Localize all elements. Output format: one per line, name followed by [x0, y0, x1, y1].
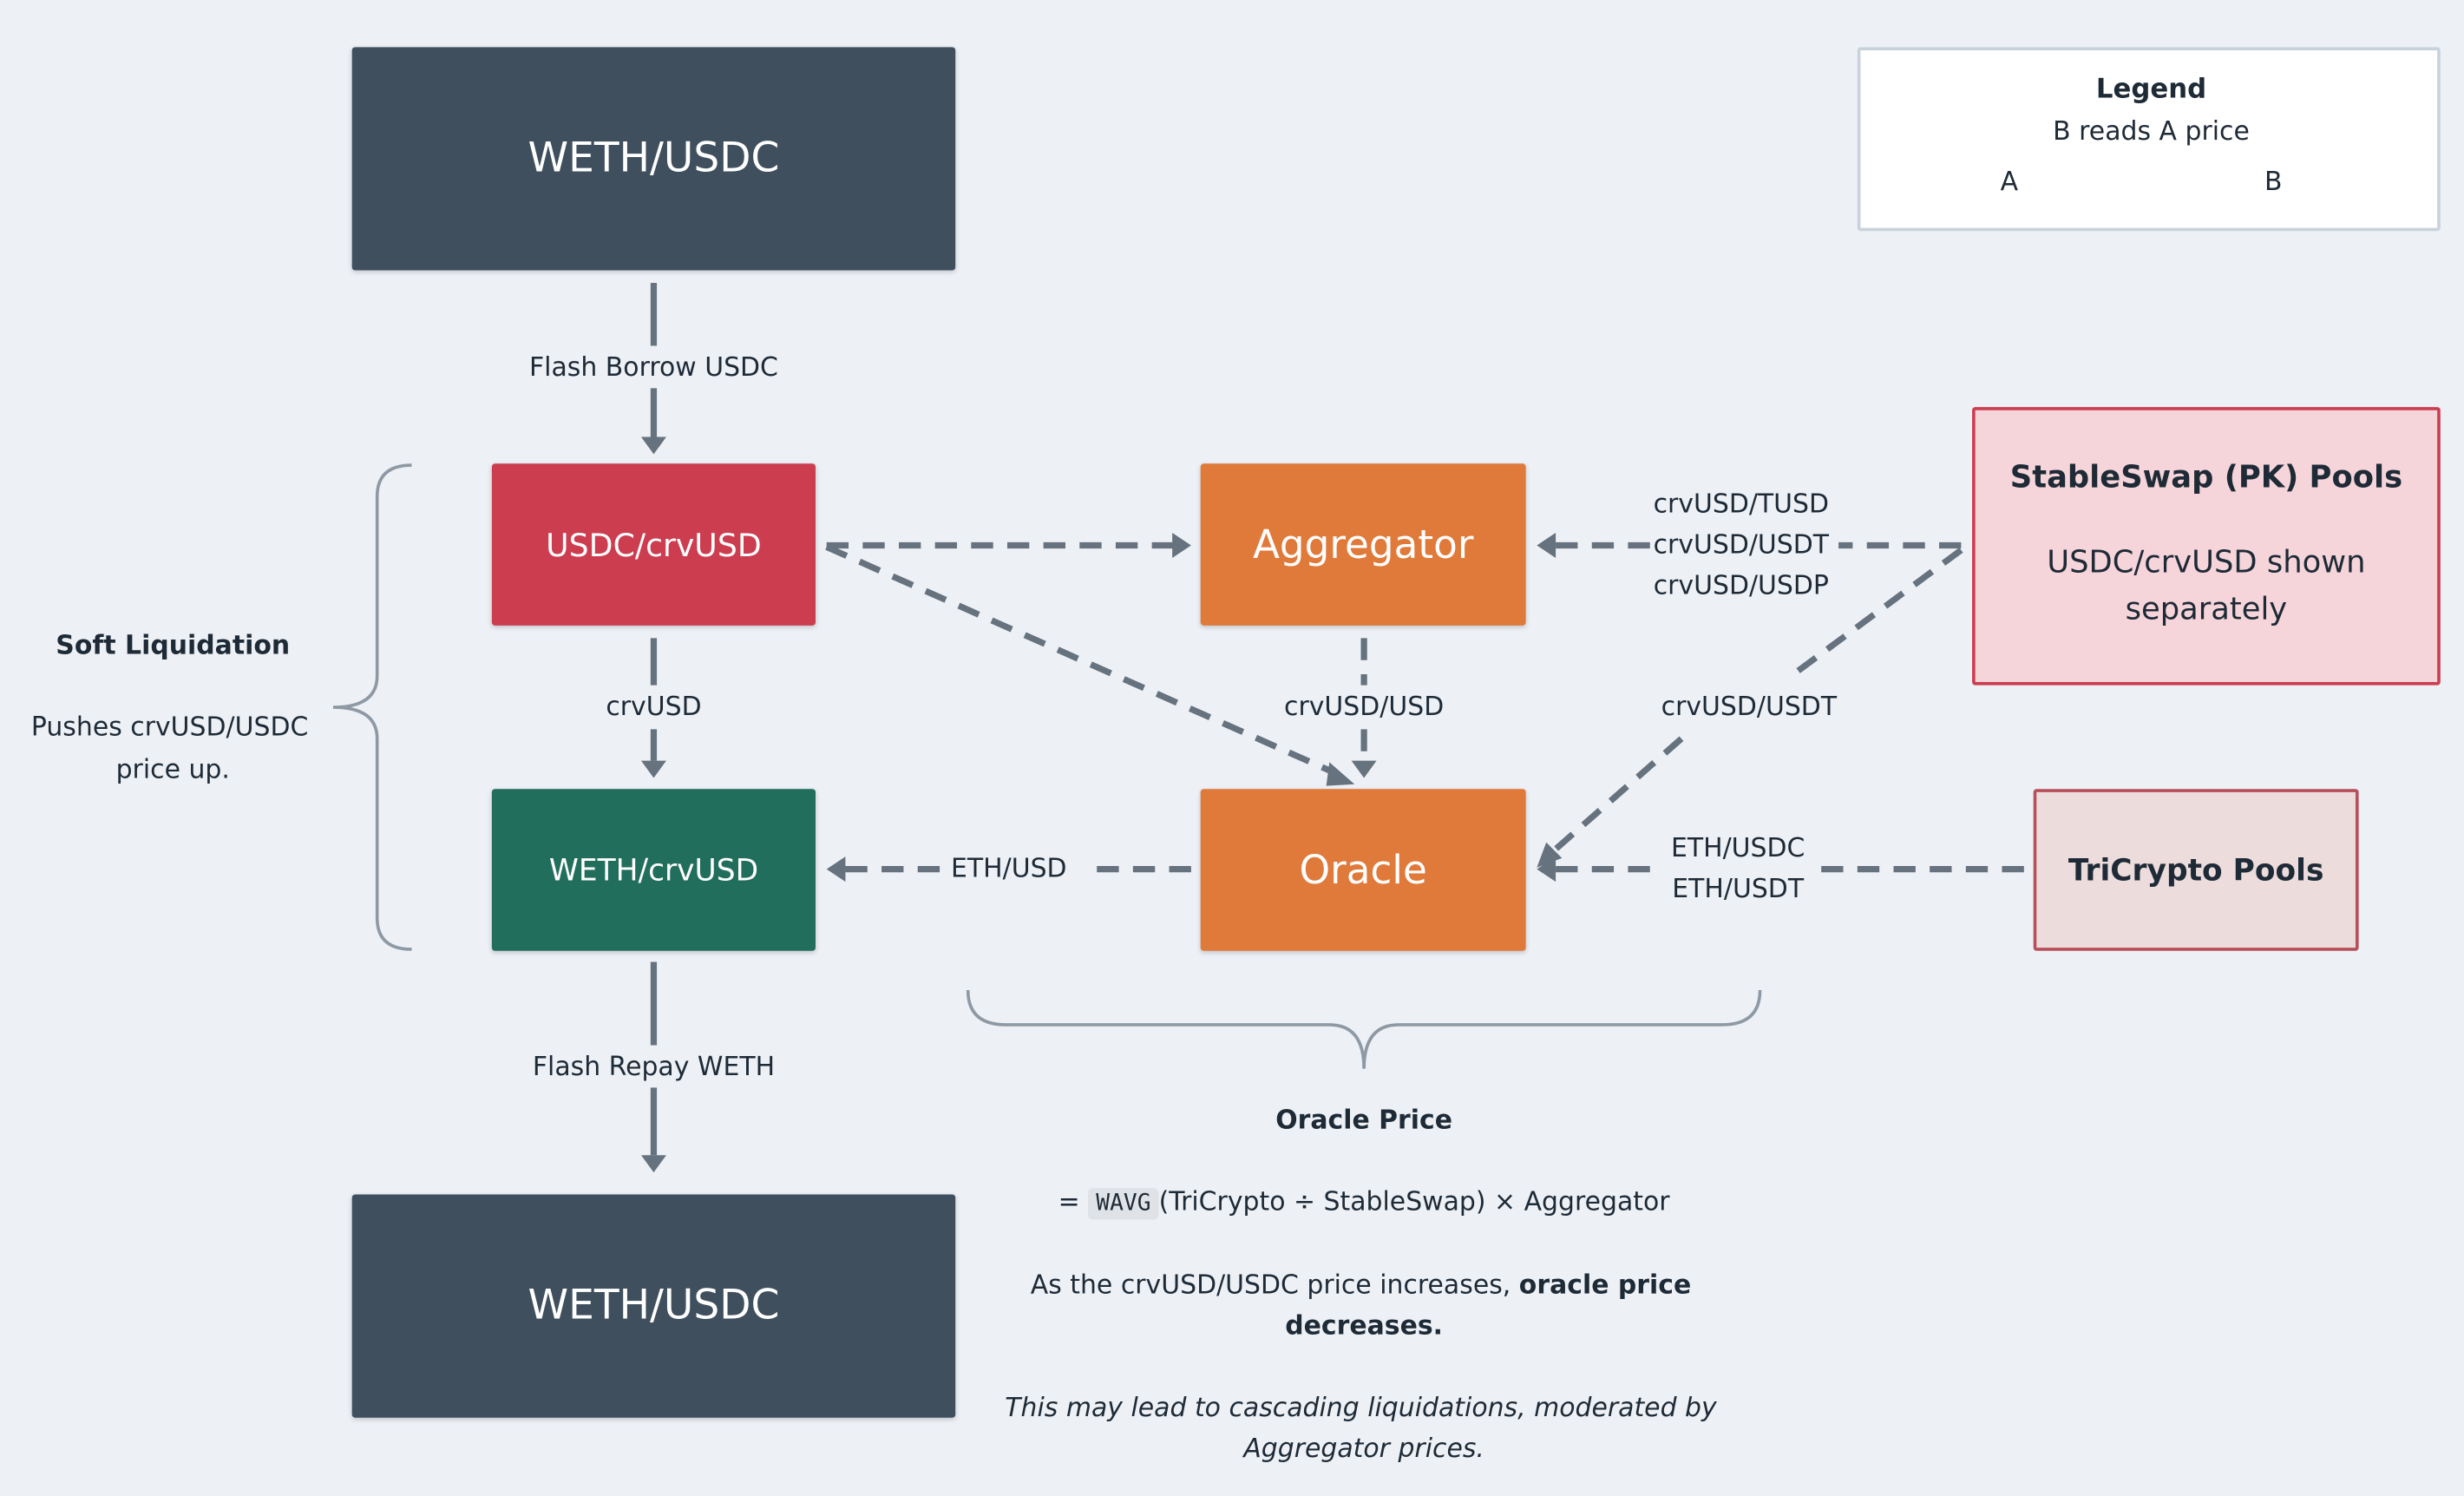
label-crvusd-usdt: crvUSD/USDT [1653, 529, 1830, 560]
soft-liquidation-title: Soft Liquidation [56, 630, 291, 660]
legend-box: Legend B reads A price A B [1857, 47, 2441, 232]
brace-soft-liquidation [332, 463, 412, 951]
node-stableswap-note-line1: USDC/crvUSD shown [2047, 543, 2366, 581]
label-eth-usd: ETH/USD [951, 853, 1067, 883]
node-weth-crvusd-label: WETH/crvUSD [548, 852, 759, 888]
label-eth-usdt: ETH/USDT [1672, 874, 1805, 904]
node-tricrypto-pools: TriCrypto Pools [2033, 789, 2359, 951]
oracle-price-italic-line1: This may lead to cascading liquidations,… [1005, 1392, 1717, 1423]
node-usdc-crvusd: USDC/crvUSD [491, 463, 816, 626]
node-stableswap-note-line2: separately [2125, 591, 2288, 627]
oracle-note-text: As the crvUSD/USDC price increases, [1030, 1270, 1511, 1300]
arrowhead-aggregator-from-stableswap [1537, 532, 1556, 558]
label-crvusd-usd: crvUSD/USD [1284, 691, 1445, 722]
oracle-note-bold: oracle price [1518, 1270, 1692, 1300]
arrowhead-flash-repay [640, 1155, 666, 1173]
node-aggregator-label: Aggregator [1252, 522, 1474, 568]
arrowhead-oracle-from-stableswap [1537, 842, 1563, 868]
node-oracle-label: Oracle [1299, 847, 1427, 893]
dashed-stableswap-to-oracle-lower [1550, 736, 1684, 855]
label-crvusd-usdp: crvUSD/USDP [1653, 570, 1829, 600]
arrowhead-wethcrvusd [826, 856, 846, 883]
label-flash-borrow: Flash Borrow USDC [528, 351, 778, 383]
formula-wavg: WAVG [1088, 1188, 1159, 1220]
legend-from-label: A [2000, 166, 2019, 197]
node-aggregator: Aggregator [1200, 463, 1526, 626]
arrowhead-crvusd [640, 760, 666, 778]
label-stable-to-oracle: crvUSD/USDT [1661, 691, 1838, 722]
node-stableswap-title: StableSwap (PK) Pools [2009, 458, 2403, 495]
node-usdc-crvusd-label: USDC/crvUSD [546, 525, 762, 564]
oracle-price-title: Oracle Price [1275, 1105, 1453, 1135]
oracle-price-note-line1: As the crvUSD/USDC price increases, orac… [1031, 1265, 1691, 1306]
arrowhead-aggregator [1172, 532, 1191, 558]
formula-body: (TriCrypto ÷ StableSwap) × Aggregator [1158, 1186, 1670, 1217]
legend-title: Legend [2095, 74, 2207, 106]
label-eth-usdc: ETH/USDC [1670, 832, 1805, 863]
label-flash-repay: Flash Repay WETH [532, 1051, 776, 1082]
node-tricrypto-label: TriCrypto Pools [2068, 852, 2324, 888]
label-crvusd: crvUSD [606, 691, 702, 722]
node-weth-usdc-top: WETH/USDC [351, 47, 956, 271]
formula-equals: = [1058, 1186, 1080, 1217]
brace-oracle-price [966, 990, 1762, 1069]
node-weth-usdc-top-label: WETH/USDC [528, 135, 780, 183]
dashed-usdc-to-oracle [825, 543, 1337, 777]
arrowhead-oracle-from-usdc [1326, 762, 1355, 786]
node-weth-usdc-bottom-label: WETH/USDC [528, 1282, 780, 1330]
legend-caption: B reads A price [2053, 116, 2250, 147]
arrowhead-flash-borrow [640, 436, 666, 455]
node-oracle: Oracle [1200, 789, 1526, 951]
arrowhead-oracle-from-aggregator [1351, 760, 1377, 778]
oracle-price-italic-line2: Aggregator prices. [1243, 1433, 1484, 1464]
node-stableswap-note: USDC/crvUSD shown separately [2047, 539, 2365, 633]
node-weth-crvusd: WETH/crvUSD [491, 789, 816, 951]
soft-liquidation-line1: Pushes crvUSD/USDC [30, 712, 309, 742]
soft-liquidation-line2: price up. [115, 754, 230, 784]
label-crvusd-tusd: crvUSD/TUSD [1653, 489, 1830, 519]
legend-to-label: B [2264, 166, 2283, 197]
node-stableswap-pools: StableSwap (PK) Pools USDC/crvUSD shown … [1972, 407, 2441, 686]
arrowhead-oracle-from-tricrypto [1537, 856, 1556, 883]
oracle-price-formula: = WAVG(TriCrypto ÷ StableSwap) × Aggrega… [1058, 1182, 1670, 1224]
node-weth-usdc-bottom: WETH/USDC [351, 1194, 956, 1418]
oracle-price-note-line2: decreases. [1285, 1310, 1444, 1341]
